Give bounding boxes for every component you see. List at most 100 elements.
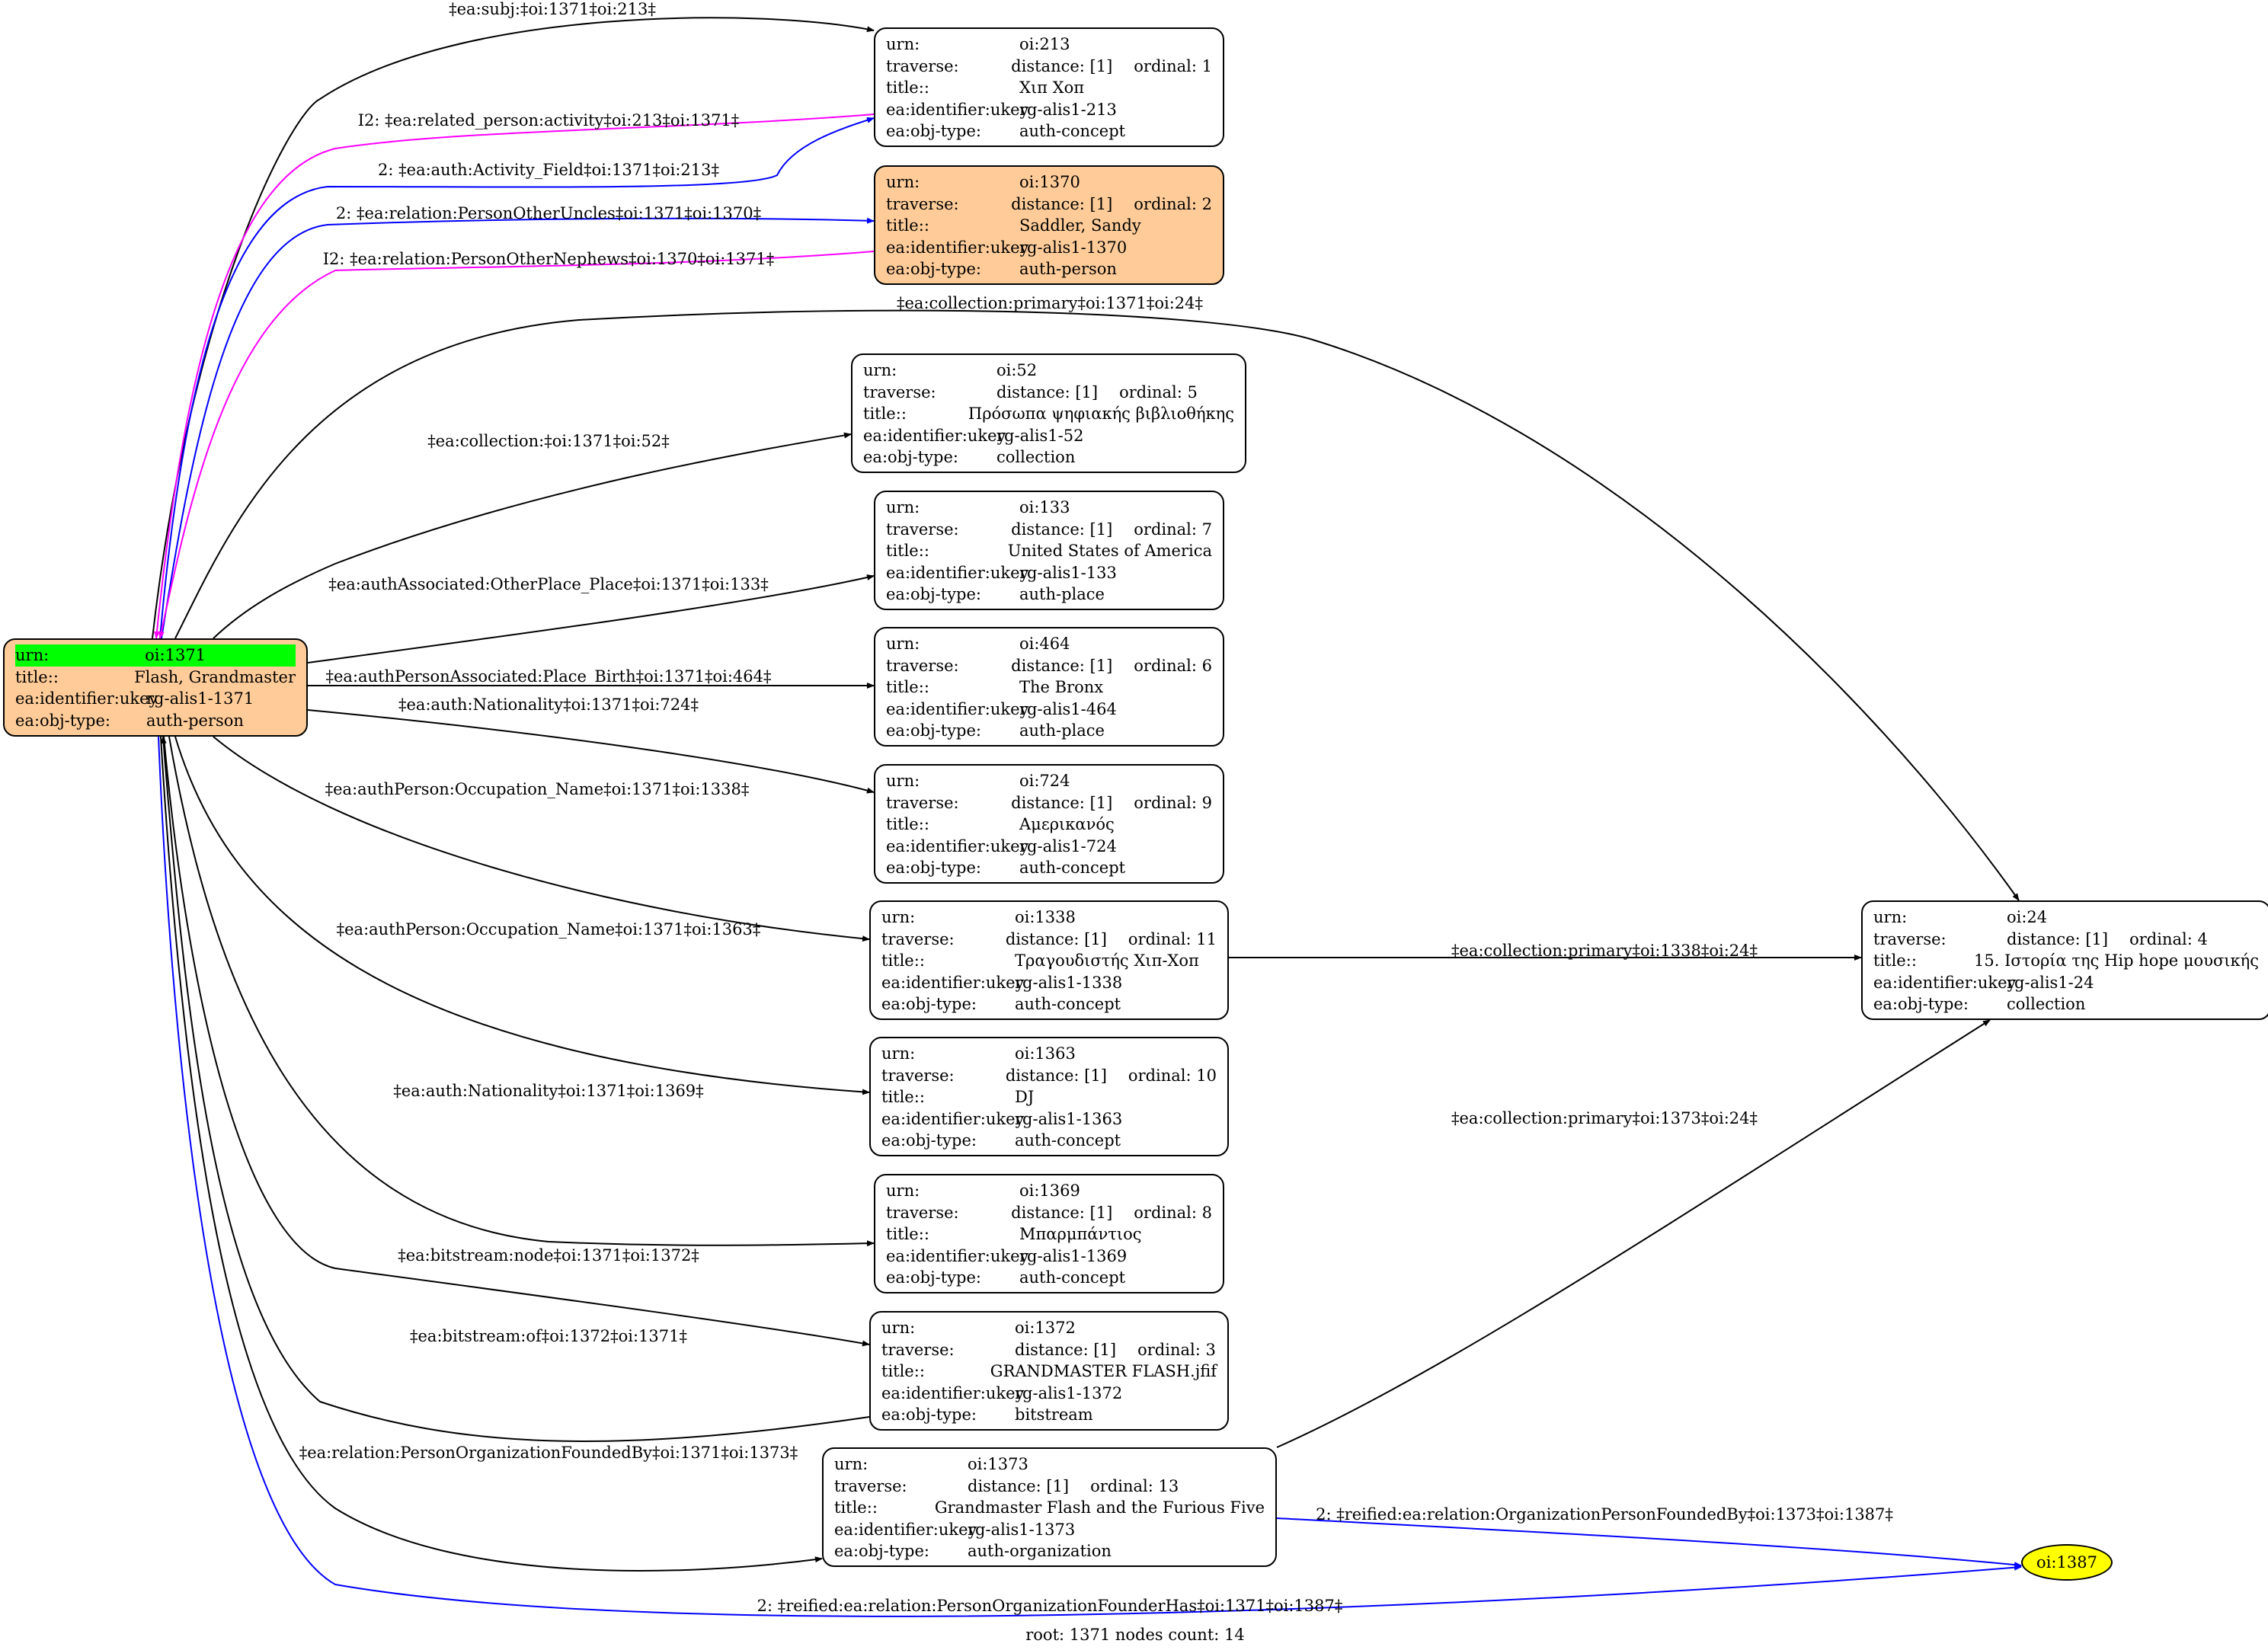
node-row: title::Flash, Grandmaster xyxy=(15,667,296,689)
graph-footer: root: 1371 nodes count: 14 xyxy=(1025,1626,1245,1644)
node-key: traverse: xyxy=(881,1066,955,1085)
edge-e7 xyxy=(213,432,852,639)
node-key: urn: xyxy=(886,35,920,53)
node-row: traverse:distance: [1]ordinal: 4 xyxy=(1873,929,2259,951)
node-row: title::DJ xyxy=(881,1086,1217,1108)
node-ordinal: ordinal: 6 xyxy=(1134,656,1212,675)
node-ordinal: ordinal: 2 xyxy=(1134,194,1212,213)
node-value: distance: [1] xyxy=(1011,56,1113,75)
node-value: rg-alis1-1370 xyxy=(1019,238,1128,257)
node-row: urn:oi:1371 xyxy=(15,644,296,667)
node-key: title:: xyxy=(881,1088,925,1106)
node-row: title::United States of America xyxy=(886,540,1212,562)
node-row: title::Τραγουδιστής Χιπ-Χοπ xyxy=(881,950,1217,972)
node-key: traverse: xyxy=(834,1476,907,1495)
node-ordinal: ordinal: 9 xyxy=(1134,793,1212,812)
node-value: oi:1373 xyxy=(968,1455,1028,1473)
node-value: auth-concept xyxy=(1015,1131,1121,1150)
node-value: Flash, Grandmaster xyxy=(134,667,296,686)
node-value: distance: [1] xyxy=(1011,194,1113,213)
node-value: distance: [1] xyxy=(968,1476,1070,1495)
node-row: traverse:distance: [1]ordinal: 7 xyxy=(886,519,1212,541)
node-ordinal: ordinal: 11 xyxy=(1128,929,1217,948)
node-key: ea:identifier:ukey xyxy=(881,973,1025,992)
node-value: oi:724 xyxy=(1019,772,1070,790)
node-key: ea:identifier:ukey xyxy=(886,699,1029,718)
node-row: urn:oi:1373 xyxy=(834,1453,1265,1476)
node-value: oi:1370 xyxy=(1019,173,1080,191)
node-key: title:: xyxy=(886,542,929,560)
node-row: ea:obj-type:auth-organization xyxy=(834,1540,1265,1562)
node-key: ea:identifier:ukey xyxy=(834,1520,977,1539)
node-row: ea:obj-type:auth-person xyxy=(15,710,296,732)
node-value: distance: [1] xyxy=(1005,1066,1107,1085)
edge-label-e20: 2: ‡reified:ea:relation:PersonOrganizati… xyxy=(757,1597,1343,1615)
node-key: ea:obj-type: xyxy=(881,995,977,1013)
edge-e5 xyxy=(158,251,875,639)
node-row: urn:oi:1369 xyxy=(886,1180,1212,1202)
node-value: auth-place xyxy=(1019,721,1105,740)
node-row: urn:oi:52 xyxy=(863,360,1234,382)
edge-label-e7: ‡ea:collection:‡oi:1371‡oi:52‡ xyxy=(427,432,670,450)
node-key: title:: xyxy=(886,216,929,235)
node-value: collection xyxy=(996,448,1076,466)
node-value: The Bronx xyxy=(1019,678,1104,696)
node-key: traverse: xyxy=(863,382,936,401)
node-value: Χιπ Χοπ xyxy=(1019,78,1085,97)
edge-label-e3: 2: ‡ea:auth:Activity_Field‡oi:1371‡oi:21… xyxy=(378,161,719,179)
edge-label-e1: ‡ea:subj:‡oi:1371‡oi:213‡ xyxy=(449,0,656,18)
node-value: oi:1338 xyxy=(1015,908,1076,926)
edge-e3 xyxy=(159,117,875,639)
node-value: oi:464 xyxy=(1019,635,1070,653)
node-key: title:: xyxy=(881,951,925,970)
node-value: auth-concept xyxy=(1019,122,1126,140)
edge-e12 xyxy=(174,736,870,1095)
node-key: ea:obj-type: xyxy=(886,585,981,603)
node-value: rg-alis1-1363 xyxy=(1015,1109,1123,1128)
edge-label-e5: I2: ‡ea:relation:PersonOtherNephews‡oi:1… xyxy=(322,250,775,268)
node-ordinal: ordinal: 10 xyxy=(1128,1066,1217,1085)
node-value: collection xyxy=(2007,995,2086,1013)
node-key: ea:obj-type: xyxy=(863,448,958,466)
node-key: ea:obj-type: xyxy=(886,260,981,278)
edge-label-e17: ‡ea:collection:primary‡oi:1338‡oi:24‡ xyxy=(1451,942,1758,960)
node-value: rg-alis1-1373 xyxy=(968,1520,1076,1539)
node-key: ea:identifier:ukey xyxy=(886,563,1029,582)
node-key: title:: xyxy=(863,405,907,423)
node-row: traverse:distance: [1]ordinal: 3 xyxy=(881,1339,1217,1361)
node-value: Πρόσωπα ψηφιακής βιβλιοθήκης xyxy=(968,405,1234,423)
node-key: ea:obj-type: xyxy=(886,1268,981,1287)
edge-label-e15: ‡ea:bitstream:of‡oi:1372‡oi:1371‡ xyxy=(410,1327,687,1345)
node-key: title:: xyxy=(1873,951,1917,970)
node-ordinal: ordinal: 5 xyxy=(1119,382,1198,401)
node-key: ea:obj-type: xyxy=(881,1131,977,1150)
node-row: urn:oi:24 xyxy=(1873,907,2259,929)
edge-label-e4: 2: ‡ea:relation:PersonOtherUncles‡oi:137… xyxy=(335,204,762,222)
node-value: rg-alis1-52 xyxy=(996,426,1084,445)
node-row: urn:oi:724 xyxy=(886,770,1212,792)
node-key: urn: xyxy=(15,644,146,667)
node-value: United States of America xyxy=(1007,542,1212,560)
node-row: traverse: distance: [1] ordinal: 10 xyxy=(881,1065,1217,1087)
node-key: traverse: xyxy=(886,1203,959,1222)
node-key: ea:identifier:ukey xyxy=(886,100,1029,119)
node-row: title::Χιπ Χοπ xyxy=(886,77,1212,99)
node-key: ea:obj-type: xyxy=(15,711,110,730)
node-value: auth-place xyxy=(1019,585,1105,603)
node-value: Αμερικανός xyxy=(1019,815,1115,833)
node-row: ea:obj-type:bitstream xyxy=(881,1404,1217,1426)
node-value: oi:1371 xyxy=(145,644,296,667)
node-value: rg-alis1-1369 xyxy=(1019,1246,1128,1265)
node-row: title::Μπαρμπάντιος xyxy=(886,1223,1212,1245)
node-value: distance: [1] xyxy=(1011,793,1113,812)
node-row: urn:oi:1372 xyxy=(881,1317,1217,1339)
node-value: auth-concept xyxy=(1019,859,1126,877)
